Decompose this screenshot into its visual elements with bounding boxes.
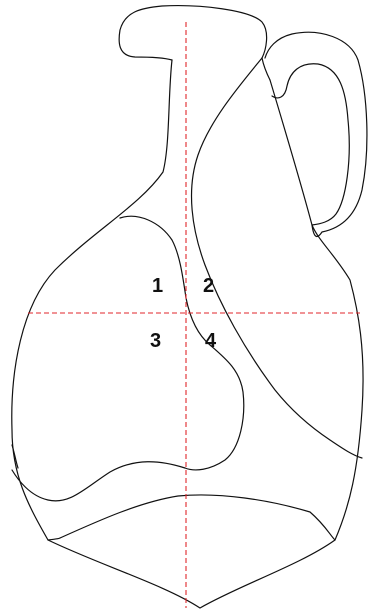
jug-handle-inner <box>272 64 349 225</box>
jug-handle-outer <box>265 32 367 236</box>
jug-seam-diagonal <box>192 58 362 458</box>
foot-band-upper <box>60 495 335 540</box>
quadrant-label-2: 2 <box>203 275 214 297</box>
jug-rim-lip <box>262 58 270 80</box>
fragment-upper-boundary <box>120 216 244 470</box>
quadrant-label-4: 4 <box>205 330 217 352</box>
fragment-lower-boundary <box>12 462 185 501</box>
quadrant-label-3: 3 <box>150 330 161 352</box>
foot-band-lower <box>48 538 60 540</box>
jug-body-outline <box>12 60 363 608</box>
quadrant-label-1: 1 <box>152 275 163 297</box>
jug-neck-left <box>119 6 267 60</box>
